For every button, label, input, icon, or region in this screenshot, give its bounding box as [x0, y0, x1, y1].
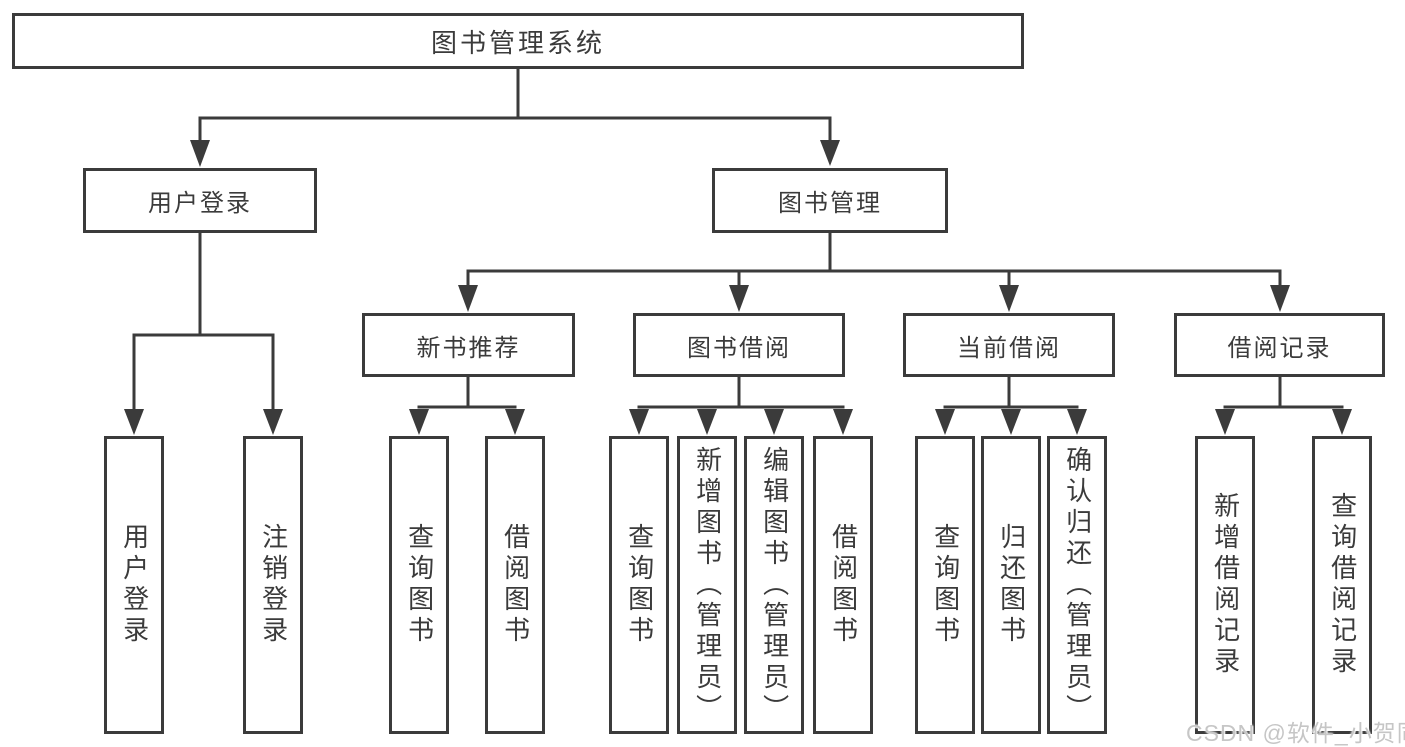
node-new-book-recommend: 新书推荐 — [362, 313, 575, 377]
node-user-login: 用户登录 — [83, 168, 317, 233]
leaf-confirm-return-admin: 确认归还（管理员） — [1047, 436, 1107, 734]
leaf-confirm-return-admin-label: 确认归还（管理员） — [1062, 445, 1093, 725]
node-borrow-records-label: 借阅记录 — [1227, 334, 1332, 362]
leaf-logout: 注销登录 — [243, 436, 303, 734]
leaf-query-books-current: 查询图书 — [915, 436, 975, 734]
leaf-query-books-recommend-label: 查询图书 — [404, 523, 435, 647]
leaf-add-books-admin-label: 新增图书（管理员） — [692, 445, 723, 725]
node-book-borrow-label: 图书借阅 — [687, 334, 791, 362]
connector-new-book-children — [409, 375, 525, 435]
leaf-query-borrow-record-label: 查询借阅记录 — [1327, 492, 1358, 678]
leaf-user-login: 用户登录 — [104, 436, 164, 734]
node-book-borrow: 图书借阅 — [633, 313, 845, 377]
leaf-return-books-label: 归还图书 — [996, 523, 1027, 647]
leaf-edit-books-admin-label: 编辑图书（管理员） — [759, 445, 790, 725]
leaf-borrow-books-borrow: 借阅图书 — [813, 436, 873, 734]
leaf-borrow-books-recommend-label: 借阅图书 — [500, 523, 531, 647]
leaf-query-books-recommend: 查询图书 — [389, 436, 449, 734]
leaf-add-borrow-record-label: 新增借阅记录 — [1210, 492, 1241, 678]
leaf-query-books-current-label: 查询图书 — [930, 523, 961, 647]
csdn-watermark: CSDN @软件_小贺同学 — [1186, 720, 1405, 746]
leaf-borrow-books-borrow-label: 借阅图书 — [828, 523, 859, 647]
connector-book-management-children — [458, 230, 1290, 312]
node-borrow-records: 借阅记录 — [1174, 313, 1385, 377]
leaf-edit-books-admin: 编辑图书（管理员） — [744, 436, 804, 734]
node-root-book-management-system: 图书管理系统 — [12, 13, 1024, 69]
node-user-login-label: 用户登录 — [148, 190, 252, 217]
node-current-borrow-label: 当前借阅 — [957, 334, 1061, 362]
leaf-query-books-borrow-label: 查询图书 — [624, 523, 655, 647]
connector-borrow-records-children — [1215, 375, 1352, 435]
leaf-logout-label: 注销登录 — [258, 523, 289, 647]
leaf-return-books: 归还图书 — [981, 436, 1041, 734]
leaf-query-borrow-record: 查询借阅记录 — [1312, 436, 1372, 734]
connector-root-to-level1 — [190, 67, 840, 167]
node-new-book-recommend-label: 新书推荐 — [416, 334, 521, 362]
leaf-add-books-admin: 新增图书（管理员） — [677, 436, 737, 734]
node-current-borrow: 当前借阅 — [903, 313, 1115, 377]
connector-user-login-children — [124, 231, 283, 435]
connector-book-borrow-children — [629, 375, 853, 435]
leaf-query-books-borrow: 查询图书 — [609, 436, 669, 734]
connector-current-borrow-children — [935, 375, 1087, 435]
leaf-add-borrow-record: 新增借阅记录 — [1195, 436, 1255, 734]
node-book-management: 图书管理 — [712, 168, 948, 233]
leaf-user-login-label: 用户登录 — [119, 523, 150, 647]
node-root-label: 图书管理系统 — [430, 27, 605, 58]
node-book-management-label: 图书管理 — [778, 190, 882, 217]
leaf-borrow-books-recommend: 借阅图书 — [485, 436, 545, 734]
